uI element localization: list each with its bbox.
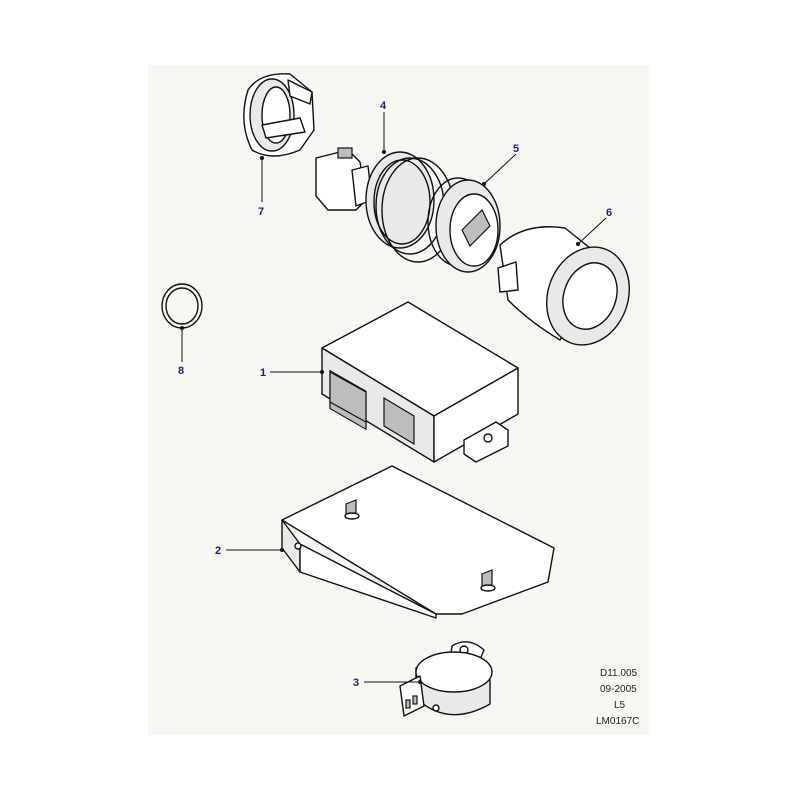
leader-5 [483,153,517,185]
leader-6 [577,217,607,245]
leader-8-dot [180,326,184,330]
leader-4-dot [382,150,386,154]
leader-5-dot [482,182,486,186]
leader-1-dot [320,370,324,374]
part-4-socket-body [315,147,455,263]
leader-6-dot [576,242,580,246]
part-5-lighter-bezel [427,177,501,273]
callout-6: 6 [606,207,612,219]
leader-2-dot [280,548,284,552]
reference-level: L5 [614,700,626,711]
callout-4: 4 [380,100,387,112]
callout-2: 2 [215,545,221,557]
part-1-control-module [321,301,519,463]
callout-8: 8 [178,365,184,377]
part-8-clip-ring [161,283,203,329]
callout-1: 1 [260,367,266,379]
part-7-retaining-sleeve [243,73,315,157]
callout-3: 3 [353,677,359,689]
reference-illustration-id: LM0167C [596,716,639,727]
reference-code: D11.005 [600,668,638,679]
callout-7: 7 [258,206,264,218]
leader-7-dot [260,156,264,160]
part-3-sounder [399,641,493,717]
part-6-outer-sleeve [497,226,630,346]
callout-5: 5 [513,143,519,155]
part-2-mounting-bracket [281,465,555,619]
reference-date: 09-2005 [600,684,637,695]
leader-3-dot [418,680,422,684]
